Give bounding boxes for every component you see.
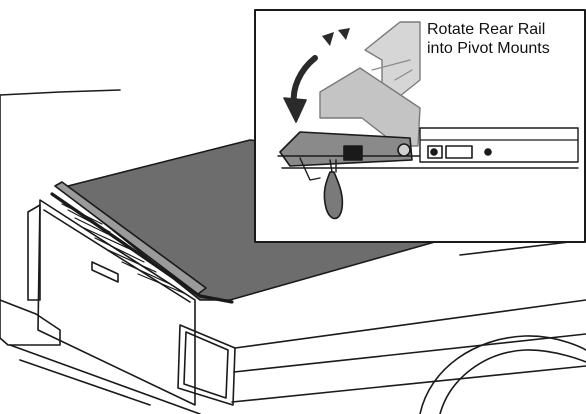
caption-line-2: into Pivot Mounts	[427, 40, 550, 57]
bed-rail-line	[234, 299, 586, 349]
rear-bumper	[0, 299, 61, 346]
rotation-arrow-icon	[283, 28, 350, 123]
clamp-knob	[299, 157, 344, 220]
bed-slats	[61, 203, 187, 295]
tailgate-handle	[91, 261, 119, 283]
left-taillight	[27, 204, 41, 301]
cab-outline	[0, 89, 121, 96]
caption-line-1: Rotate Rear Rail	[427, 21, 546, 38]
pivot-mount	[277, 127, 579, 169]
right-taillight	[177, 324, 236, 406]
inset-callout-box	[254, 9, 586, 243]
wheel-arch	[419, 335, 586, 414]
inset-caption: Rotate Rear Rail into Pivot Mounts	[427, 20, 550, 58]
